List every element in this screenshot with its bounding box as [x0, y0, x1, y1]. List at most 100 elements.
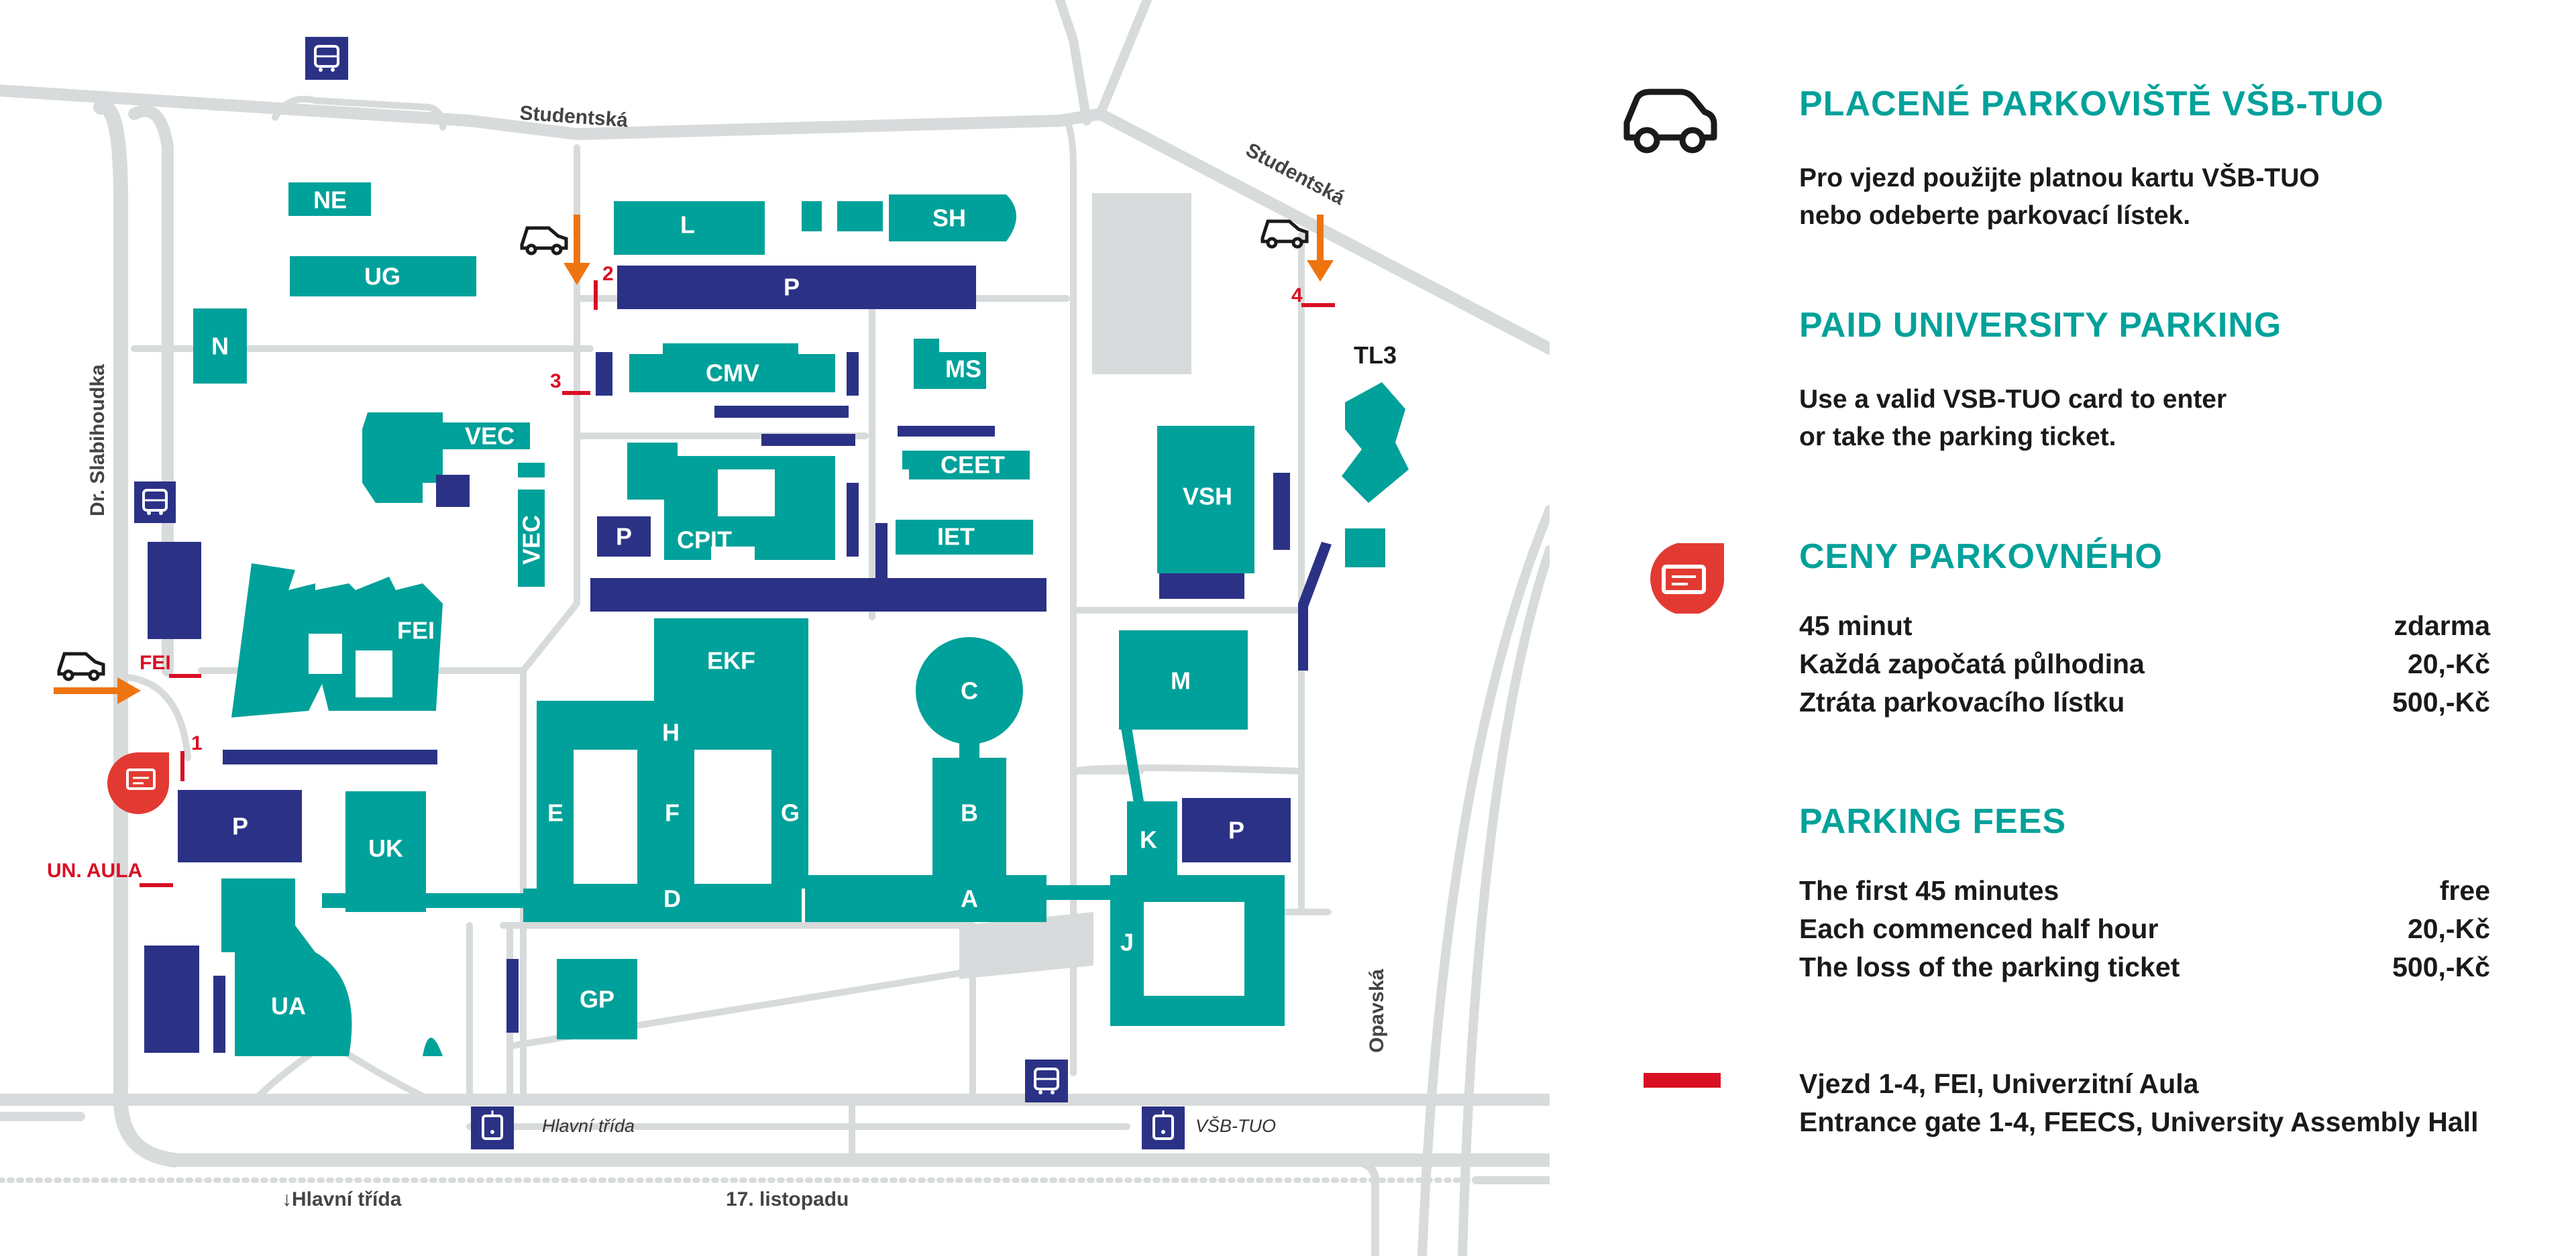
svg-text:C: C — [961, 677, 978, 705]
svg-text:GP: GP — [580, 986, 614, 1013]
svg-text:FEI: FEI — [140, 652, 171, 674]
buildings: NE UG N VEC VEC FEI L SH CMV MS CEET IET… — [193, 182, 1409, 1056]
building-vsh[interactable]: VSH — [1157, 426, 1254, 573]
ticket-icon — [1650, 543, 1725, 614]
building-ekf-complex[interactable] — [523, 618, 808, 922]
svg-text:UG: UG — [364, 263, 400, 290]
svg-text:M: M — [1171, 667, 1191, 695]
svg-text:3: 3 — [550, 370, 561, 392]
prices-title-cz: CENY PARKOVNÉHO — [1799, 537, 2163, 576]
paid-parking-text-en-1: Use a valid VSB-TUO card to enter — [1799, 385, 2227, 414]
building-ug[interactable]: UG — [290, 256, 476, 296]
building-vec-2[interactable]: VEC — [518, 490, 545, 587]
svg-text:CEET: CEET — [941, 451, 1005, 479]
building-tl3[interactable]: TL3 — [1342, 341, 1409, 567]
svg-text:VEC: VEC — [518, 515, 545, 565]
svg-text:MS: MS — [945, 355, 981, 383]
parking-areas: P P P P — [144, 266, 1332, 1053]
building-c[interactable]: C — [916, 637, 1023, 761]
building-iet[interactable]: IET — [896, 520, 1033, 555]
building-m[interactable]: M — [1119, 630, 1248, 730]
svg-text:TL3: TL3 — [1354, 341, 1397, 369]
entry-arrow — [1307, 215, 1334, 282]
gates-text-cz: Vjezd 1-4, FEI, Univerzitní Aula — [1799, 1068, 2199, 1099]
building-sh[interactable]: SH — [889, 194, 1016, 241]
svg-text:NE: NE — [313, 186, 347, 214]
svg-text:UA: UA — [271, 992, 306, 1020]
paid-parking-text-en-2: or take the parking ticket. — [1799, 422, 2116, 451]
building-j[interactable]: J — [1110, 875, 1285, 1026]
campus-map[interactable]: NE UG N VEC VEC FEI L SH CMV MS CEET IET… — [0, 0, 1550, 1256]
svg-text:UN. AULA: UN. AULA — [47, 860, 142, 882]
svg-text:1: 1 — [191, 732, 203, 754]
bus-stop-icon — [1025, 1060, 1068, 1102]
svg-text:P: P — [232, 813, 248, 840]
building-k[interactable]: K — [1127, 801, 1177, 875]
svg-text:J: J — [1120, 929, 1134, 956]
svg-text:17. listopadu: 17. listopadu — [726, 1188, 849, 1210]
gate-line-icon — [1644, 1073, 1721, 1088]
svg-text:EKF: EKF — [707, 647, 755, 675]
parking-small[interactable]: P — [597, 516, 651, 557]
car-icon — [57, 652, 105, 681]
paid-parking-text-cz-2: nebo odeberte parkovací lístek. — [1799, 201, 2191, 230]
svg-text:VŠB-TUO: VŠB-TUO — [1195, 1115, 1276, 1136]
building-gp[interactable]: GP — [557, 959, 637, 1039]
car-icon — [1623, 89, 1717, 154]
svg-text:↓Hlavní třída: ↓Hlavní třída — [282, 1188, 402, 1210]
svg-text:L: L — [680, 211, 695, 239]
building-uk[interactable]: UK — [345, 791, 426, 912]
svg-text:IET: IET — [937, 523, 975, 551]
entry-arrow — [564, 215, 590, 285]
paid-parking-title-cz: PLACENÉ PARKOVIŠTĚ VŠB-TUO — [1799, 84, 2384, 123]
legend-panel: PLACENÉ PARKOVIŠTĚ VŠB-TUO Pro vjezd pou… — [1623, 0, 2576, 1256]
car-icon — [1260, 219, 1309, 249]
building-ua[interactable]: UA — [221, 878, 443, 1056]
gate-markers: 2 4 3 FEI 1 UN. AULA — [47, 263, 1335, 887]
svg-text:F: F — [665, 799, 680, 827]
bus-stop-icon — [305, 37, 348, 80]
building-ceet[interactable]: CEET — [902, 451, 1030, 479]
svg-text:G: G — [781, 799, 800, 827]
building-n[interactable]: N — [193, 308, 247, 384]
parking-top[interactable]: P — [617, 266, 976, 309]
svg-text:VSH: VSH — [1183, 483, 1232, 510]
building-ne[interactable]: NE — [288, 182, 371, 216]
bus-stop-icon — [134, 481, 176, 523]
svg-text:CMV: CMV — [706, 359, 759, 387]
svg-text:SH: SH — [932, 205, 966, 232]
building-b[interactable]: B — [932, 758, 1006, 878]
svg-text:UK: UK — [368, 835, 403, 862]
svg-text:H: H — [662, 719, 680, 746]
building-fei[interactable]: FEI — [231, 563, 443, 718]
entry-arrow — [54, 677, 141, 704]
svg-text:FEI: FEI — [397, 617, 435, 644]
svg-text:K: K — [1140, 826, 1157, 854]
car-icon — [520, 226, 568, 255]
building-vec-1[interactable]: VEC — [362, 412, 530, 503]
svg-text:CPIT: CPIT — [677, 526, 732, 554]
building-ms[interactable]: MS — [914, 339, 986, 389]
svg-text:VEC: VEC — [465, 422, 515, 450]
parking-left[interactable]: P — [178, 790, 302, 862]
tram-stop-icon — [471, 1106, 514, 1149]
building-cmv[interactable]: CMV — [629, 343, 835, 392]
svg-text:A: A — [961, 885, 978, 913]
svg-text:P: P — [616, 523, 632, 551]
building-cpit[interactable]: CPIT — [627, 443, 835, 560]
building-a[interactable]: A — [805, 875, 1046, 922]
svg-text:E: E — [547, 799, 564, 827]
svg-text:P: P — [1228, 817, 1244, 844]
prices-title-en: PARKING FEES — [1799, 802, 2067, 841]
svg-text:B: B — [961, 799, 978, 827]
building-l[interactable]: L — [614, 201, 765, 255]
road-network — [0, 0, 1550, 1256]
parking-right[interactable]: P — [1182, 798, 1291, 862]
